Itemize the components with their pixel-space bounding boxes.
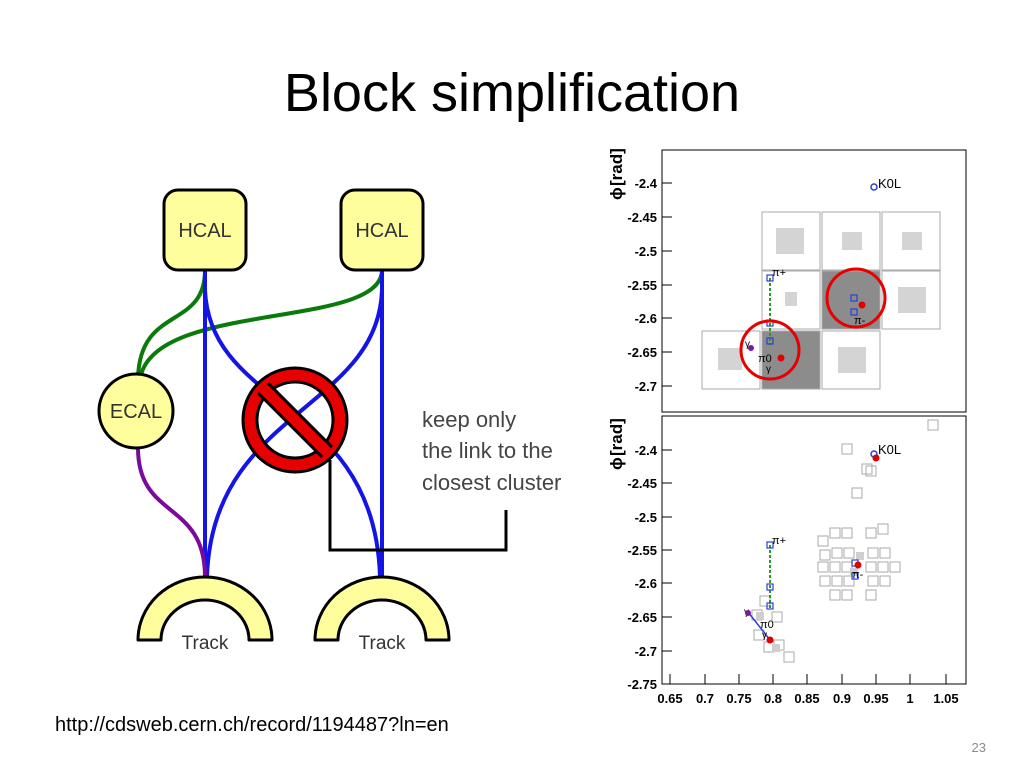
bottom-x-tick: 0.85	[794, 691, 819, 706]
bottom-x-tick: 0.75	[726, 691, 751, 706]
top-plot-y-ticks: -2.4 -2.45 -2.5 -2.55 -2.6 -2.65 -2.7	[627, 176, 657, 394]
forbidden-sign-icon	[241, 366, 349, 474]
annotation-line-1: keep only	[422, 407, 516, 432]
bottom-k0l-label: K0L	[878, 442, 901, 457]
hcal-left-ecal-link	[136, 269, 207, 379]
bottom-x-tick: 0.8	[764, 691, 782, 706]
track-left-node: Track	[136, 575, 274, 654]
bottom-track-line	[747, 611, 771, 641]
track-right-node: Track	[313, 575, 451, 654]
ecal-node: ECAL	[97, 372, 175, 450]
top-y-tick: -2.6	[635, 311, 657, 326]
bottom-x-tick: 0.65	[657, 691, 682, 706]
top-cluster-marker	[748, 345, 754, 351]
bottom-plot-y-label: ϕ [rad]	[607, 418, 626, 470]
annotation-line-3: closest cluster	[422, 470, 561, 495]
bottom-x-tick: 1.05	[933, 691, 958, 706]
bottom-plot-x-ticks: 0.65 0.7 0.75 0.8 0.85 0.9 0.95 1 1.05	[657, 691, 958, 706]
ecal-label: ECAL	[110, 401, 162, 423]
track-left-label: Track	[182, 633, 229, 654]
svg-text:ϕ: ϕ	[607, 457, 626, 470]
annotation-bracket	[328, 460, 508, 552]
annotation-line-2: the link to the	[422, 438, 553, 463]
bottom-pi-minus-label: π-	[852, 569, 864, 581]
top-pi-zero-label: π0	[758, 353, 772, 365]
top-pi-minus-label: π-	[854, 315, 866, 327]
bottom-x-tick: 0.7	[696, 691, 714, 706]
page-title: Block simplification	[283, 63, 741, 123]
top-plot-y-label: ϕ [rad]	[607, 148, 626, 200]
top-gamma-label: γ	[766, 364, 771, 375]
bottom-y-tick: -2.6	[635, 576, 657, 591]
top-plot: ϕ [rad] -2.4 -2.45 -2.5 -2.55 -2.6 -2.65…	[607, 148, 967, 413]
bottom-pi-plus-label: π+	[772, 535, 786, 547]
top-y-tick: -2.65	[627, 345, 657, 360]
bottom-filled-cells	[756, 552, 864, 652]
top-y-tick: -2.4	[635, 176, 658, 191]
bottom-y-tick: -2.75	[627, 677, 657, 692]
bottom-cluster-marker	[872, 454, 880, 462]
top-pi-plus-label: π+	[772, 267, 786, 279]
bottom-plot-y-label-text: [rad]	[607, 418, 626, 456]
top-highlight-circle	[825, 267, 887, 329]
top-cluster-marker	[858, 301, 866, 309]
bottom-x-tick: 0.9	[833, 691, 851, 706]
bottom-gamma-label: γ	[762, 630, 767, 641]
top-highlight-circle	[739, 319, 801, 381]
hcal-left-label: HCAL	[178, 220, 231, 242]
top-k0l-label: K0L	[878, 176, 901, 191]
slide-number: 23	[971, 740, 986, 755]
bottom-plot: ϕ [rad] -2.4 -2.45 -2.5 -2.55 -2.6 -2.65…	[607, 415, 967, 706]
top-y-tick: -2.45	[627, 210, 657, 225]
bottom-y-tick: -2.5	[635, 510, 657, 525]
bottom-y-tick: -2.65	[627, 610, 657, 625]
top-k0l-marker	[870, 183, 878, 191]
top-plot-tick-marks	[662, 182, 672, 387]
bottom-cluster-marker	[745, 610, 751, 616]
top-y-tick: -2.5	[635, 244, 657, 259]
hcal-left-node: HCAL	[162, 188, 248, 272]
hcal-right-node: HCAL	[339, 188, 425, 272]
bottom-y-tick: -2.45	[627, 476, 657, 491]
bottom-plot-tick-marks	[662, 449, 947, 684]
bottom-pi-zero-label: π0	[760, 619, 774, 631]
hcal-right-ecal-link	[138, 269, 384, 381]
source-link[interactable]: http://cdsweb.cern.ch/record/1194487?ln=…	[55, 714, 449, 736]
bottom-cells	[751, 419, 939, 663]
top-track-points	[766, 274, 858, 345]
bottom-y-tick: -2.4	[635, 443, 658, 458]
top-y-tick: -2.7	[635, 379, 657, 394]
bottom-plot-y-ticks: -2.4 -2.45 -2.5 -2.55 -2.6 -2.65 -2.7 -2…	[627, 443, 657, 692]
bottom-y-tick: -2.55	[627, 543, 657, 558]
top-cluster-marker	[777, 354, 785, 362]
top-y-tick: -2.55	[627, 278, 657, 293]
bottom-cluster-marker	[854, 561, 862, 569]
hcal-right-label: HCAL	[355, 220, 408, 242]
bottom-y-tick: -2.7	[635, 644, 657, 659]
top-gamma-label: γ	[745, 339, 750, 350]
bottom-x-tick: 1	[906, 691, 913, 706]
ecal-track-link	[136, 447, 207, 578]
bottom-x-tick: 0.95	[863, 691, 888, 706]
bottom-cluster-marker	[766, 636, 774, 644]
svg-text:ϕ: ϕ	[607, 187, 626, 200]
top-plot-y-label-text: [rad]	[607, 148, 626, 186]
link-diagram: HCAL HCAL ECAL Track Track keep only the…	[97, 188, 561, 654]
track-right-label: Track	[359, 633, 406, 654]
